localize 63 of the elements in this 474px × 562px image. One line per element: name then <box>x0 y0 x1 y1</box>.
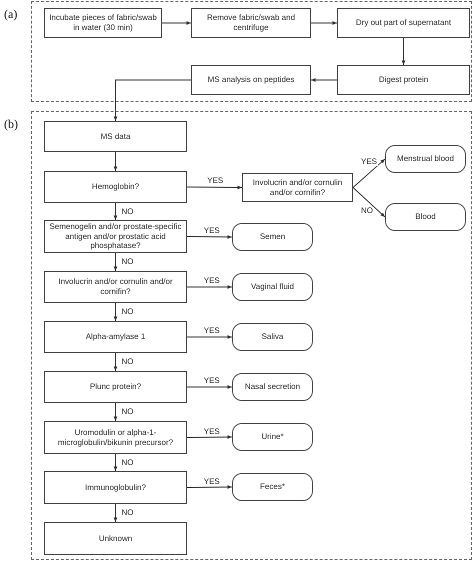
process-box: Digest protein <box>337 65 470 95</box>
result-box: Menstrual blood <box>385 145 466 173</box>
process-box: Immunoglobulin? <box>44 471 187 504</box>
edge-label: YES <box>202 428 221 436</box>
process-box: MS analysis on peptides <box>191 65 311 95</box>
arrow <box>186 186 242 190</box>
arrow <box>114 152 118 172</box>
arrow <box>114 504 118 522</box>
process-box: Involucrin and/or cornulin and/or cornifin? <box>242 173 353 202</box>
arrow <box>114 352 118 372</box>
arrow <box>114 454 118 472</box>
edge-label: NO <box>360 207 374 215</box>
result-box: Nasal secretion <box>232 373 313 401</box>
process-box: Plunc protein? <box>44 371 187 403</box>
process-box: Incubate pieces of fabric/swab in water (30 min) <box>44 8 162 38</box>
arrow <box>310 78 338 82</box>
arrow <box>114 402 118 422</box>
result-box: Urine* <box>232 423 313 451</box>
arrow <box>114 202 118 220</box>
process-box: Alpha-amylase 1 <box>44 321 187 353</box>
edge-label: NO <box>120 458 134 466</box>
process-box: Uromodulin or alpha-1-microglobulin/bikunin precursor? <box>44 421 187 454</box>
arrow <box>114 302 118 322</box>
panel-label: (b) <box>4 117 18 132</box>
panel-label: (a) <box>4 7 18 22</box>
arrow <box>186 335 232 339</box>
arrow <box>114 252 118 272</box>
edge-label: NO <box>120 509 134 517</box>
process-box: Semenogelin and/or prostate-specific antigen and/or prostatic acid phosphatase? <box>44 220 187 253</box>
arrow <box>310 21 338 25</box>
arrow <box>186 235 232 239</box>
edge-label: YES <box>202 327 221 335</box>
edge-label: NO <box>120 258 134 266</box>
process-box: Hemoglobin? <box>44 171 187 203</box>
arrow <box>114 80 192 122</box>
arrow <box>402 38 406 66</box>
result-box: Vaginal fluid <box>232 273 313 301</box>
process-box: Dry out part of supernatant <box>337 8 470 38</box>
result-box: Saliva <box>232 323 313 351</box>
arrow <box>186 435 232 439</box>
arrow <box>186 385 232 389</box>
arrow <box>186 285 232 289</box>
arrow <box>162 21 192 25</box>
arrow <box>186 485 232 489</box>
process-box: Remove fabric/swab and centrifuge <box>191 8 311 38</box>
result-box: Feces* <box>232 473 313 501</box>
edge-label: YES <box>202 226 221 234</box>
edge-label: YES <box>206 177 224 185</box>
edge-label: YES <box>202 277 221 285</box>
process-box: Involucrin and/or cornulin and/or cornifin? <box>44 271 187 303</box>
arrow <box>352 158 386 188</box>
edge-label: NO <box>120 208 134 216</box>
process-box: Unknown <box>44 522 187 555</box>
edge-label: YES <box>202 478 221 486</box>
edge-label: YES <box>202 377 221 385</box>
edge-label: YES <box>360 158 378 166</box>
arrow <box>352 187 386 218</box>
result-box: Semen <box>232 223 313 251</box>
edge-label: NO <box>120 358 134 366</box>
edge-label: NO <box>120 308 134 316</box>
process-box: MS data <box>44 121 187 152</box>
result-box: Blood <box>385 203 466 231</box>
edge-label: NO <box>120 408 134 416</box>
